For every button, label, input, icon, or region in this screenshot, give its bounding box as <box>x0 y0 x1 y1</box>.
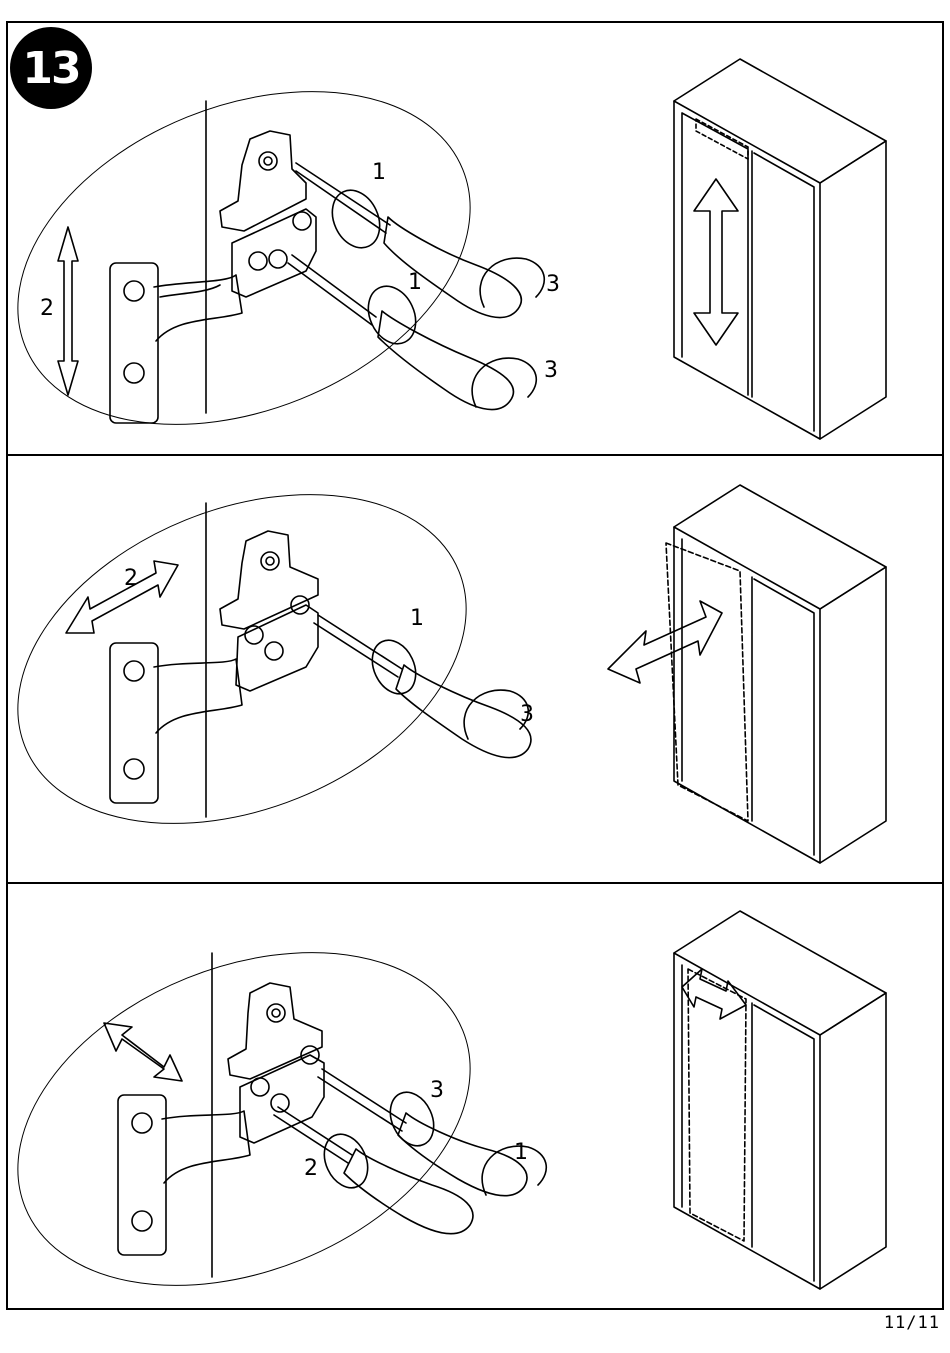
wardrobe-icon <box>666 485 886 863</box>
rotation-arrow-icon <box>472 358 536 407</box>
label-1: 1 <box>372 160 386 185</box>
label-1: 1 <box>514 1140 528 1165</box>
label-3: 3 <box>544 358 558 383</box>
panel-2: 2 1 3 <box>6 455 944 883</box>
double-arrow-icon <box>682 969 746 1019</box>
double-arrow-icon <box>694 179 738 345</box>
screwdriver-icon <box>314 615 531 758</box>
panel-3: 3 2 1 <box>6 883 944 1310</box>
label-2: 2 <box>124 566 138 591</box>
hinge-icon <box>110 131 316 423</box>
label-1: 1 <box>410 606 424 631</box>
double-arrow-icon <box>66 561 178 633</box>
screwdriver-icon <box>288 255 514 410</box>
wardrobe-icon <box>674 911 886 1289</box>
label-3: 3 <box>430 1078 444 1103</box>
double-arrow-icon <box>104 1023 182 1081</box>
panel-1: 1 3 1 3 2 <box>6 21 944 455</box>
double-arrow-icon <box>608 601 722 683</box>
hinge-icon <box>118 983 324 1255</box>
label-3: 3 <box>520 702 534 727</box>
double-arrow-icon <box>58 227 78 395</box>
label-2: 2 <box>40 296 54 321</box>
rotation-arrow-icon <box>464 690 528 739</box>
detail-ellipse <box>6 455 515 883</box>
hinge-icon <box>110 531 318 803</box>
wardrobe-icon <box>674 59 886 439</box>
label-3: 3 <box>546 272 560 297</box>
rotation-arrow-icon <box>480 258 544 307</box>
page-number: 11/11 <box>884 1313 940 1333</box>
label-2: 2 <box>304 1156 318 1181</box>
label-1: 1 <box>408 270 422 295</box>
detail-ellipse <box>6 29 520 455</box>
